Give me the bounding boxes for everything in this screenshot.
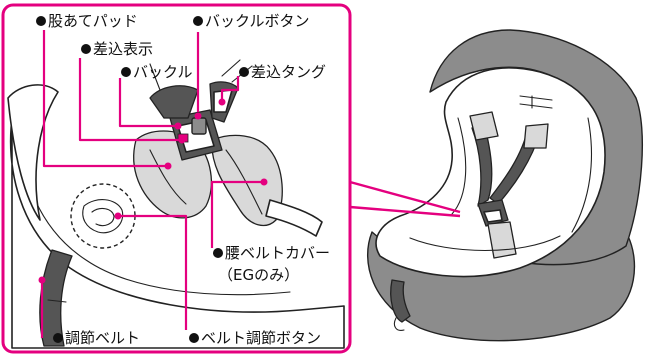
bullet-icon	[189, 333, 199, 343]
label-crotch-pad-text: 股あてパッド	[48, 12, 138, 30]
label-adjustment-belt-text: 調節ベルト	[65, 329, 140, 347]
bullet-icon	[121, 67, 131, 77]
label-adjustment-belt: 調節ベルト	[53, 329, 140, 347]
bullet-icon	[53, 333, 63, 343]
label-insertion-tongue-text: 差込タング	[251, 63, 326, 81]
bullet-icon	[81, 44, 91, 54]
label-waist-belt-cover-text: 腰ベルトカバー	[225, 244, 330, 262]
bullet-icon	[193, 16, 203, 26]
label-waist-belt-cover-note: （EGのみ）	[218, 266, 299, 284]
car-seat-illustration	[366, 29, 644, 342]
label-belt-adjust-button-text: ベルト調節ボタン	[201, 329, 321, 347]
label-waist-belt-cover: 腰ベルトカバー （EGのみ）	[213, 244, 330, 284]
label-belt-adjust-button: ベルト調節ボタン	[189, 329, 321, 347]
bullet-icon	[213, 248, 223, 258]
label-buckle-button-text: バックルボタン	[205, 12, 310, 30]
label-insertion-indicator-text: 差込表示	[93, 40, 153, 58]
label-buckle-text: バックル	[133, 63, 193, 81]
zoom-connector	[349, 180, 461, 218]
label-buckle-button: バックルボタン	[193, 12, 310, 30]
label-insertion-indicator: 差込表示	[81, 40, 153, 58]
label-buckle: バックル	[121, 63, 193, 81]
buckle-closeup-illustration	[7, 59, 345, 349]
label-insertion-tongue: 差込タング	[239, 63, 326, 81]
leader-lines	[38, 30, 268, 338]
bullet-icon	[36, 16, 46, 26]
bullet-icon	[239, 67, 249, 77]
label-crotch-pad: 股あてパッド	[36, 12, 138, 30]
